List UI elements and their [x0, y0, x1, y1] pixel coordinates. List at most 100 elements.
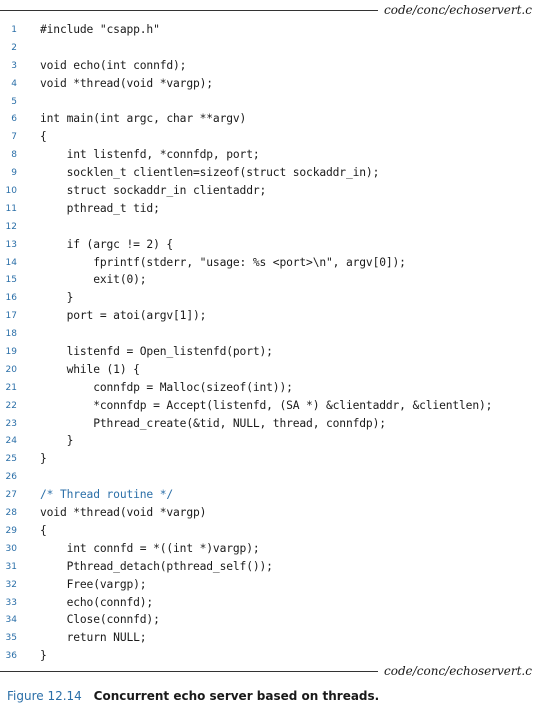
code-line: 9 socklen_t clientlen=sizeof(struct sock…: [0, 164, 548, 182]
code-text: {: [40, 130, 47, 144]
code-line: 14 fprintf(stderr, "usage: %s <port>\n",…: [0, 254, 548, 272]
line-number: 12: [5, 221, 17, 232]
code-line: 21 connfdp = Malloc(sizeof(int));: [0, 379, 548, 397]
code-line: 1#include "csapp.h": [0, 21, 548, 39]
code-text: }: [40, 291, 74, 305]
code-text: echo(connfd);: [40, 595, 154, 609]
line-number: 32: [5, 579, 17, 590]
line-number: 26: [5, 472, 17, 483]
code-text: Pthread_detach(pthread_self());: [40, 559, 273, 573]
figure-caption: Figure 12.14 Concurrent echo server base…: [7, 688, 379, 704]
line-number: 29: [5, 525, 17, 536]
code-line: 26: [0, 468, 548, 486]
code-text: #include "csapp.h": [40, 23, 160, 36]
code-text: int connfd = *((int *)vargp);: [40, 541, 260, 555]
line-number: 27: [5, 490, 17, 501]
line-number: 22: [5, 400, 17, 411]
line-number: 15: [5, 275, 17, 286]
line-number: 8: [11, 150, 17, 161]
code-text: }: [40, 434, 74, 448]
footer-rule-line: [0, 671, 378, 672]
code-text: void *thread(void *vargp);: [40, 76, 213, 90]
code-text: int listenfd, *connfdp, port;: [40, 148, 260, 162]
code-line: 15 exit(0);: [0, 271, 548, 289]
line-number: 35: [5, 633, 17, 644]
code-line: 23 Pthread_create(&tid, NULL, thread, co…: [0, 415, 548, 433]
code-text: int main(int argc, char **argv): [40, 112, 247, 126]
line-number: 24: [5, 436, 17, 447]
code-line: 24 }: [0, 432, 548, 450]
line-number: 20: [5, 364, 17, 375]
line-number: 28: [5, 508, 17, 519]
line-number: 34: [5, 615, 17, 626]
code-line: 34 Close(connfd);: [0, 611, 548, 629]
code-text: *connfdp = Accept(listenfd, (SA *) &clie…: [40, 398, 493, 412]
line-number: 14: [5, 257, 17, 268]
code-text: {: [40, 523, 47, 537]
code-line: 30 int connfd = *((int *)vargp);: [0, 540, 548, 558]
code-text: socklen_t clientlen=sizeof(struct sockad…: [40, 166, 380, 180]
code-line: 32 Free(vargp);: [0, 576, 548, 594]
code-line: 12: [0, 218, 548, 236]
line-number: 10: [5, 186, 17, 197]
code-text: struct sockaddr_in clientaddr;: [40, 184, 267, 198]
line-number: 16: [5, 293, 17, 304]
code-line: 29 {: [0, 522, 548, 540]
line-number: 18: [5, 329, 17, 340]
code-text: }: [40, 649, 47, 663]
line-number: 17: [5, 311, 17, 322]
code-text: return NULL;: [40, 631, 147, 645]
code-line: 10 struct sockaddr_in clientaddr;: [0, 182, 548, 200]
line-number: 19: [5, 347, 17, 358]
code-text: if (argc != 2) {: [40, 237, 174, 251]
code-text: void *thread(void *vargp): [40, 506, 207, 520]
code-line: 7{: [0, 128, 548, 146]
code-text: void echo(int connfd);: [40, 58, 187, 72]
line-number: 23: [5, 418, 17, 429]
code-text: /* Thread routine */: [40, 488, 174, 502]
header-filename: code/conc/echoservert.c: [384, 3, 532, 17]
code-line: 28 void *thread(void *vargp): [0, 504, 548, 522]
line-number: 7: [11, 132, 17, 143]
code-line: 5: [0, 93, 548, 111]
line-number: 2: [11, 42, 17, 53]
line-number: 21: [5, 382, 17, 393]
line-number: 36: [5, 651, 17, 662]
code-line: 36}: [0, 647, 548, 665]
footer-filename: code/conc/echoservert.c: [384, 664, 532, 678]
code-text: Close(connfd);: [40, 613, 160, 627]
code-line: 16 }: [0, 289, 548, 307]
line-number: 13: [5, 239, 17, 250]
code-text: Pthread_create(&tid, NULL, thread, connf…: [40, 416, 386, 430]
code-line: 11 pthread_t tid;: [0, 200, 548, 218]
code-line: 22 *connfdp = Accept(listenfd, (SA *) &c…: [0, 397, 548, 415]
figure-caption-text: Concurrent echo server based on threads.: [93, 689, 380, 703]
code-text: while (1) {: [40, 362, 140, 376]
code-text: }: [40, 452, 47, 466]
code-line: 27 /* Thread routine */: [0, 486, 548, 504]
code-text: fprintf(stderr, "usage: %s <port>\n", ar…: [40, 255, 406, 269]
code-line: 17 port = atoi(argv[1]);: [0, 307, 548, 325]
code-line: 13 if (argc != 2) {: [0, 236, 548, 254]
code-text: pthread_t tid;: [40, 201, 160, 215]
line-number: 6: [11, 114, 17, 125]
line-number: 25: [5, 454, 17, 465]
code-line: 25}: [0, 450, 548, 468]
code-line: 8 int listenfd, *connfdp, port;: [0, 146, 548, 164]
line-number: 33: [5, 597, 17, 608]
code-text: exit(0);: [40, 273, 147, 287]
code-line: 31 Pthread_detach(pthread_self());: [0, 558, 548, 576]
line-number: 5: [11, 96, 17, 107]
header-rule-line: [0, 10, 378, 11]
code-line: 33 echo(connfd);: [0, 594, 548, 612]
line-number: 30: [5, 543, 17, 554]
line-number: 4: [11, 78, 17, 89]
code-text: listenfd = Open_listenfd(port);: [40, 345, 273, 359]
code-line: 2: [0, 39, 548, 57]
line-number: 31: [5, 561, 17, 572]
line-number: 11: [5, 203, 17, 214]
code-line: 19 listenfd = Open_listenfd(port);: [0, 343, 548, 361]
footer-rule: code/conc/echoservert.c: [0, 664, 548, 678]
code-line: 4 void *thread(void *vargp);: [0, 75, 548, 93]
